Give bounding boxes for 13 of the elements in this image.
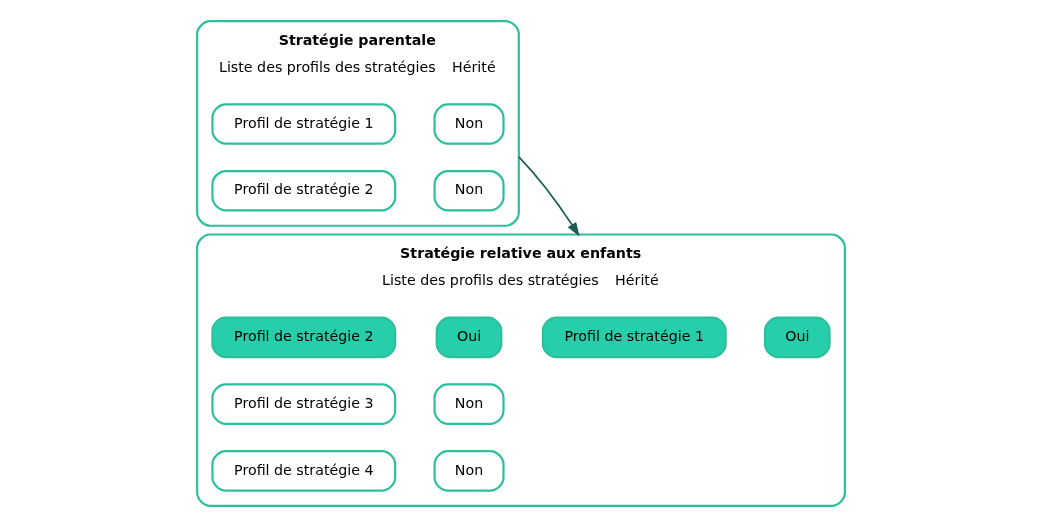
node-box: Profil de stratégie 2 xyxy=(210,316,396,359)
node-box: Non xyxy=(432,103,505,145)
node-box: Profil de stratégie 3 xyxy=(210,383,396,425)
arrow xyxy=(517,156,580,237)
node-box: Non xyxy=(432,169,505,212)
node-box: Profil de stratégie 1 xyxy=(541,316,727,359)
node-box: Profil de stratégie 2 xyxy=(210,169,396,212)
node-box: Non xyxy=(432,383,505,425)
node-box: Non xyxy=(432,450,505,492)
node-box: Oui xyxy=(435,316,502,359)
node-box: Profil de stratégie 4 xyxy=(210,450,396,492)
node-box: Profil de stratégie 1 xyxy=(210,103,396,145)
node-box: Oui xyxy=(763,316,831,359)
